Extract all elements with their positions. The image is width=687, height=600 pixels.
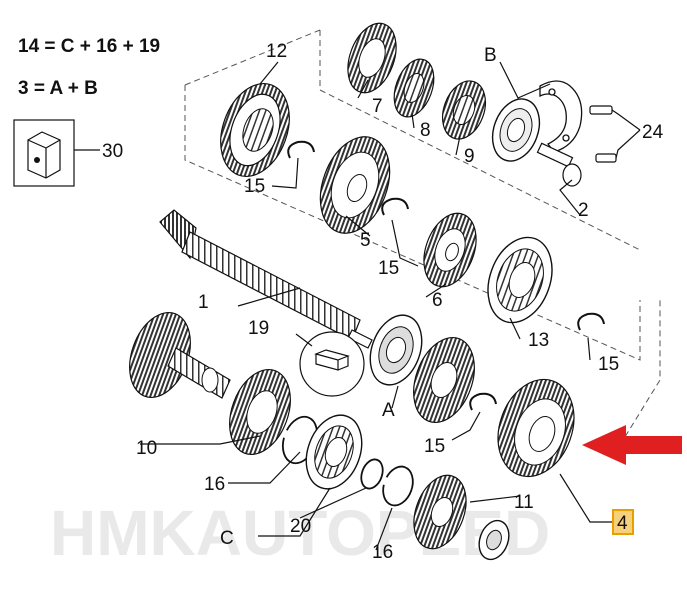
bearing-a [369, 314, 423, 386]
callout-19: 19 [248, 318, 269, 339]
gear-5 [319, 136, 391, 234]
callout-4: 4 [617, 513, 628, 534]
watermark: HMKAUTOPEED [50, 497, 550, 569]
bearing-small [478, 519, 510, 561]
pin-2 [536, 142, 582, 187]
callout-24: 24 [642, 122, 664, 143]
callout-1: 1 [198, 292, 209, 313]
callout-13: 13 [528, 330, 549, 351]
callout-6: 6 [432, 290, 443, 311]
callout-10: 10 [136, 438, 157, 459]
callout-16-a: 16 [204, 474, 225, 495]
callout-11: 11 [514, 492, 534, 513]
gear-7 [347, 22, 397, 94]
dashed-outline [184, 29, 661, 446]
formula-3: 3 = A + B [18, 78, 98, 99]
callout-5: 5 [360, 230, 371, 251]
part-30-box [13, 119, 100, 187]
gear-9 [441, 80, 487, 140]
detail-circle-19 [299, 331, 365, 397]
bolts-24 [589, 105, 641, 163]
callout-15-a: 15 [244, 176, 265, 197]
gear-8 [393, 58, 435, 118]
synchronizer-13 [487, 236, 553, 324]
red-arrow-icon [582, 425, 682, 465]
cluster-gear-left [129, 311, 231, 399]
callout-b: B [484, 45, 497, 66]
synchronizer-c [305, 414, 363, 490]
callout-8: 8 [420, 120, 431, 141]
leader-lines [140, 61, 612, 551]
circlips-15 [287, 140, 605, 411]
gear-11 [413, 474, 467, 550]
callout-c: C [220, 528, 234, 549]
callout-15-c: 15 [598, 354, 619, 375]
circlip-16b [382, 465, 414, 507]
gear-10 [229, 368, 291, 456]
callout-15-d: 15 [424, 436, 445, 457]
callout-12: 12 [266, 41, 287, 62]
callout-30: 30 [102, 141, 123, 162]
gear-6 [423, 212, 477, 288]
callout-9: 9 [464, 146, 475, 167]
bearing-b [491, 98, 541, 162]
callout-2: 2 [578, 200, 589, 221]
gear-4 [497, 378, 575, 478]
highlight-box-4 [612, 509, 634, 535]
callout-20: 20 [290, 516, 311, 537]
callout-15-b: 15 [378, 258, 399, 279]
ring-20 [360, 458, 384, 490]
retaining-bracket [539, 80, 583, 153]
callout-a: A [382, 400, 395, 421]
callout-16-b: 16 [372, 542, 393, 563]
gear-assembly-center [413, 336, 475, 424]
formula-14: 14 = C + 16 + 19 [18, 36, 161, 57]
callout-7: 7 [372, 96, 383, 117]
gear-12 [220, 82, 290, 178]
